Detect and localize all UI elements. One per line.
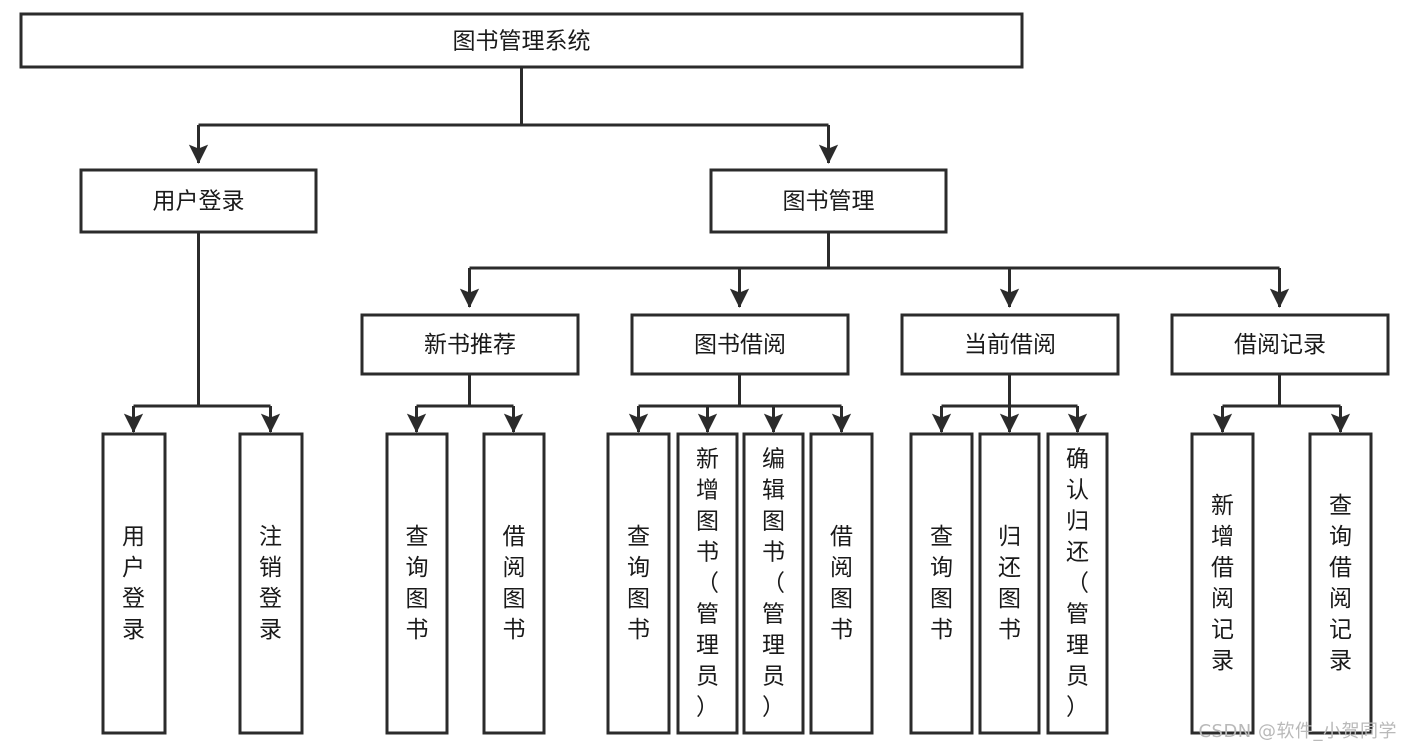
leaf-user-login-logout[interactable]: 注销登录 bbox=[238, 432, 304, 735]
leaf-new-book-query[interactable]: 查询图书 bbox=[385, 432, 449, 735]
leaf-current-borrow-query-label: 查询图书 bbox=[930, 524, 953, 643]
node-book-borrow[interactable]: 图书借阅 bbox=[630, 313, 850, 376]
node-book-management[interactable]: 图书管理 bbox=[709, 168, 948, 234]
leaf-user-login-logout-label: 注销登录 bbox=[259, 524, 282, 643]
leaf-current-borrow-query[interactable]: 查询图书 bbox=[909, 432, 974, 735]
leaf-book-borrow-borrow-label: 借阅图书 bbox=[830, 524, 853, 643]
leaf-book-borrow-edit-label: 编辑图书（管理员） bbox=[762, 447, 785, 721]
leaf-borrow-record-query-label: 查询借阅记录 bbox=[1329, 493, 1352, 674]
node-book-management-label: 图书管理 bbox=[783, 189, 875, 215]
leaf-borrow-record-add-label: 新增借阅记录 bbox=[1211, 493, 1234, 674]
leaf-current-borrow-confirm[interactable]: 确认归还（管理员） bbox=[1046, 432, 1109, 735]
leaf-book-borrow-query[interactable]: 查询图书 bbox=[606, 432, 671, 735]
connector-group-new-book bbox=[406, 374, 524, 433]
csdn-watermark: CSDN @软件_小贺同学 bbox=[1198, 721, 1397, 742]
node-root-label: 图书管理系统 bbox=[453, 29, 591, 55]
connector-group-borrow-record bbox=[1212, 374, 1351, 433]
node-current-borrow[interactable]: 当前借阅 bbox=[900, 313, 1120, 376]
node-root[interactable]: 图书管理系统 bbox=[19, 12, 1024, 69]
leaf-current-borrow-return[interactable]: 归还图书 bbox=[978, 432, 1041, 735]
node-new-book-recommend[interactable]: 新书推荐 bbox=[360, 313, 580, 376]
connector-group-root bbox=[188, 67, 839, 164]
leaf-book-borrow-add[interactable]: 新增图书（管理员） bbox=[676, 432, 739, 735]
node-borrow-record[interactable]: 借阅记录 bbox=[1170, 313, 1390, 376]
node-current-borrow-label: 当前借阅 bbox=[964, 332, 1056, 358]
node-book-borrow-label: 图书借阅 bbox=[694, 332, 786, 358]
connector-group-book-manage bbox=[459, 232, 1290, 308]
connector-group-book-borrow bbox=[628, 374, 852, 433]
leaf-new-book-borrow-label: 借阅图书 bbox=[503, 524, 526, 643]
leaf-new-book-borrow[interactable]: 借阅图书 bbox=[482, 432, 546, 735]
leaf-book-borrow-add-label: 新增图书（管理员） bbox=[696, 447, 719, 721]
connector-group-user-login bbox=[123, 232, 281, 433]
leaf-borrow-record-add[interactable]: 新增借阅记录 bbox=[1190, 432, 1255, 735]
leaf-current-borrow-confirm-label: 确认归还（管理员） bbox=[1066, 447, 1089, 721]
connector-group-current-borrow bbox=[931, 374, 1088, 433]
leaf-book-borrow-query-label: 查询图书 bbox=[627, 524, 650, 643]
leaf-user-login-login[interactable]: 用户登录 bbox=[101, 432, 167, 735]
leaf-borrow-record-query[interactable]: 查询借阅记录 bbox=[1308, 432, 1373, 735]
node-new-book-recommend-label: 新书推荐 bbox=[424, 332, 516, 358]
leaf-book-borrow-borrow[interactable]: 借阅图书 bbox=[809, 432, 874, 735]
leaf-current-borrow-return-label: 归还图书 bbox=[998, 524, 1021, 643]
node-borrow-record-label: 借阅记录 bbox=[1234, 332, 1326, 358]
leaf-user-login-login-label: 用户登录 bbox=[122, 524, 145, 643]
node-user-login[interactable]: 用户登录 bbox=[79, 168, 318, 234]
node-user-login-label: 用户登录 bbox=[153, 189, 245, 215]
leaf-new-book-query-label: 查询图书 bbox=[406, 524, 429, 643]
leaf-book-borrow-edit[interactable]: 编辑图书（管理员） bbox=[742, 432, 805, 735]
